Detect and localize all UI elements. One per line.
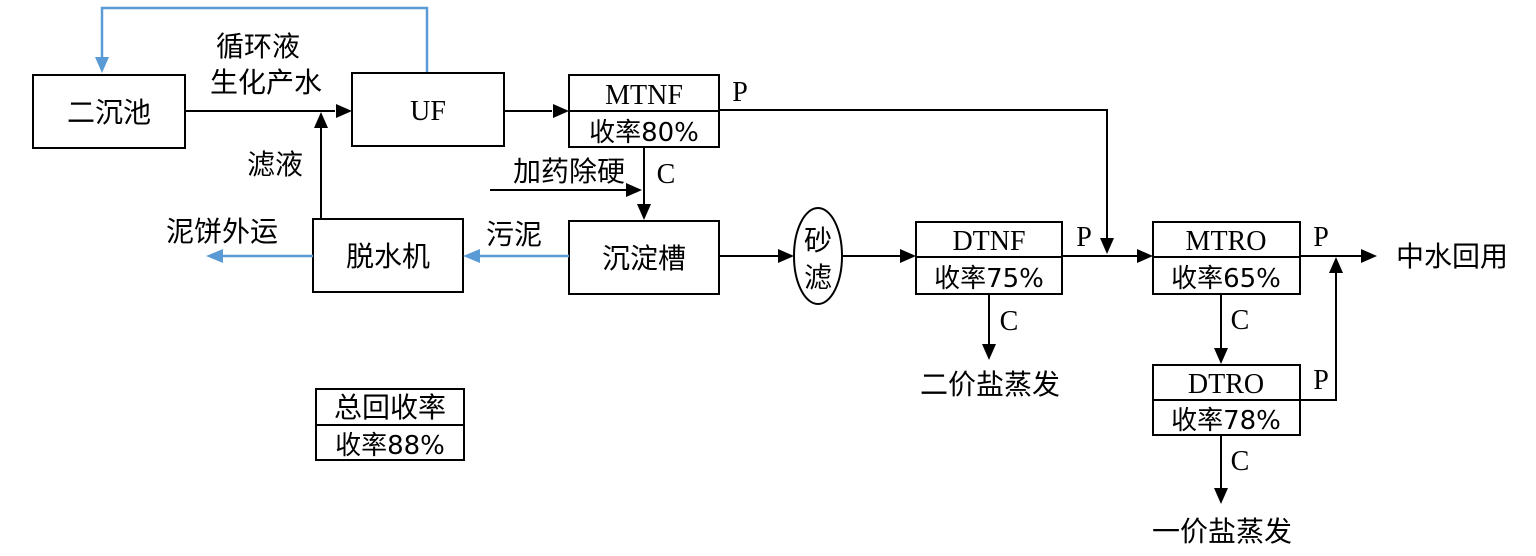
dtro-permeate-arrowhead	[1329, 257, 1343, 273]
sand-filter-char-2: 滤	[804, 261, 832, 294]
monovalent-evap-label: 一价盐蒸发	[1152, 515, 1292, 548]
mtro-permeate-arrowhead	[1361, 249, 1377, 263]
uf-label: UF	[410, 96, 446, 127]
dtnf-name: DTNF	[952, 226, 1025, 257]
dewatering-machine-box	[312, 218, 464, 293]
mtnf-p-label: P	[732, 77, 748, 108]
mtnf-rate: 收率80%	[589, 118, 699, 148]
mtro-concentrate-arrowhead	[1214, 348, 1228, 364]
mtro-name: MTRO	[1186, 226, 1267, 257]
sand-filter-char-1: 砂	[804, 224, 832, 257]
mtnf-c-label: C	[657, 159, 676, 190]
dtro-permeate-line	[1300, 272, 1337, 401]
secondary-clarifier-label: 二沉池	[67, 96, 151, 129]
reuse-label: 中水回用	[1396, 240, 1508, 273]
dtnf-rate: 收率75%	[934, 264, 1044, 294]
dewatering-machine-label: 脱水机	[346, 240, 430, 273]
mtro-p-label: P	[1313, 222, 1329, 253]
dtro-concentrate-arrowhead	[1214, 488, 1228, 504]
recycle-label: 循环液	[216, 30, 300, 63]
mtro-rate: 收率65%	[1171, 264, 1281, 294]
sedimentation-tank-label: 沉淀槽	[602, 242, 686, 275]
uf-box	[351, 72, 505, 147]
cake-out-label: 泥饼外运	[166, 215, 278, 248]
total-recovery-rate: 收率88%	[335, 431, 445, 461]
total-recovery-title: 总回收率	[334, 391, 446, 424]
divalent-evap-label: 二价盐蒸发	[920, 368, 1060, 401]
tank-to-sandfilter-arrowhead	[778, 249, 794, 263]
cake-out-arrowhead	[206, 249, 223, 263]
dosing-arrowhead	[626, 183, 642, 197]
dtnf-c-label: C	[1000, 306, 1019, 337]
recycle-arrowhead	[95, 57, 109, 73]
mtnf-permeate-arrowhead	[1100, 238, 1114, 254]
recycle-loop-line	[100, 6, 429, 73]
dtnf-permeate-arrowhead	[1137, 249, 1153, 263]
uf-to-mtnf-arrowhead	[553, 104, 569, 118]
sludge-arrowhead	[463, 249, 480, 263]
sludge-label: 污泥	[486, 218, 542, 251]
mtnf-name: MTNF	[605, 80, 683, 111]
dtro-name: DTRO	[1188, 369, 1264, 400]
mtnf-permeate-line	[719, 109, 1108, 239]
dtro-p-label: P	[1313, 365, 1329, 396]
dtnf-concentrate-arrowhead	[982, 344, 996, 360]
filtrate-label: 滤液	[247, 148, 303, 181]
filtrate-arrowhead	[314, 112, 328, 128]
clarifier-to-uf-arrowhead	[336, 104, 352, 118]
mtnf-concentrate-arrowhead	[637, 204, 651, 220]
dtnf-p-label: P	[1076, 222, 1092, 253]
sedimentation-tank-box	[568, 220, 720, 295]
dtro-rate: 收率78%	[1171, 406, 1281, 436]
sandfilter-to-dtnf-arrowhead	[900, 249, 916, 263]
bio-effluent-label: 生化产水	[210, 66, 322, 99]
mtro-c-label: C	[1231, 305, 1250, 336]
dtro-c-label: C	[1231, 446, 1250, 477]
dosing-label: 加药除硬	[513, 155, 625, 188]
